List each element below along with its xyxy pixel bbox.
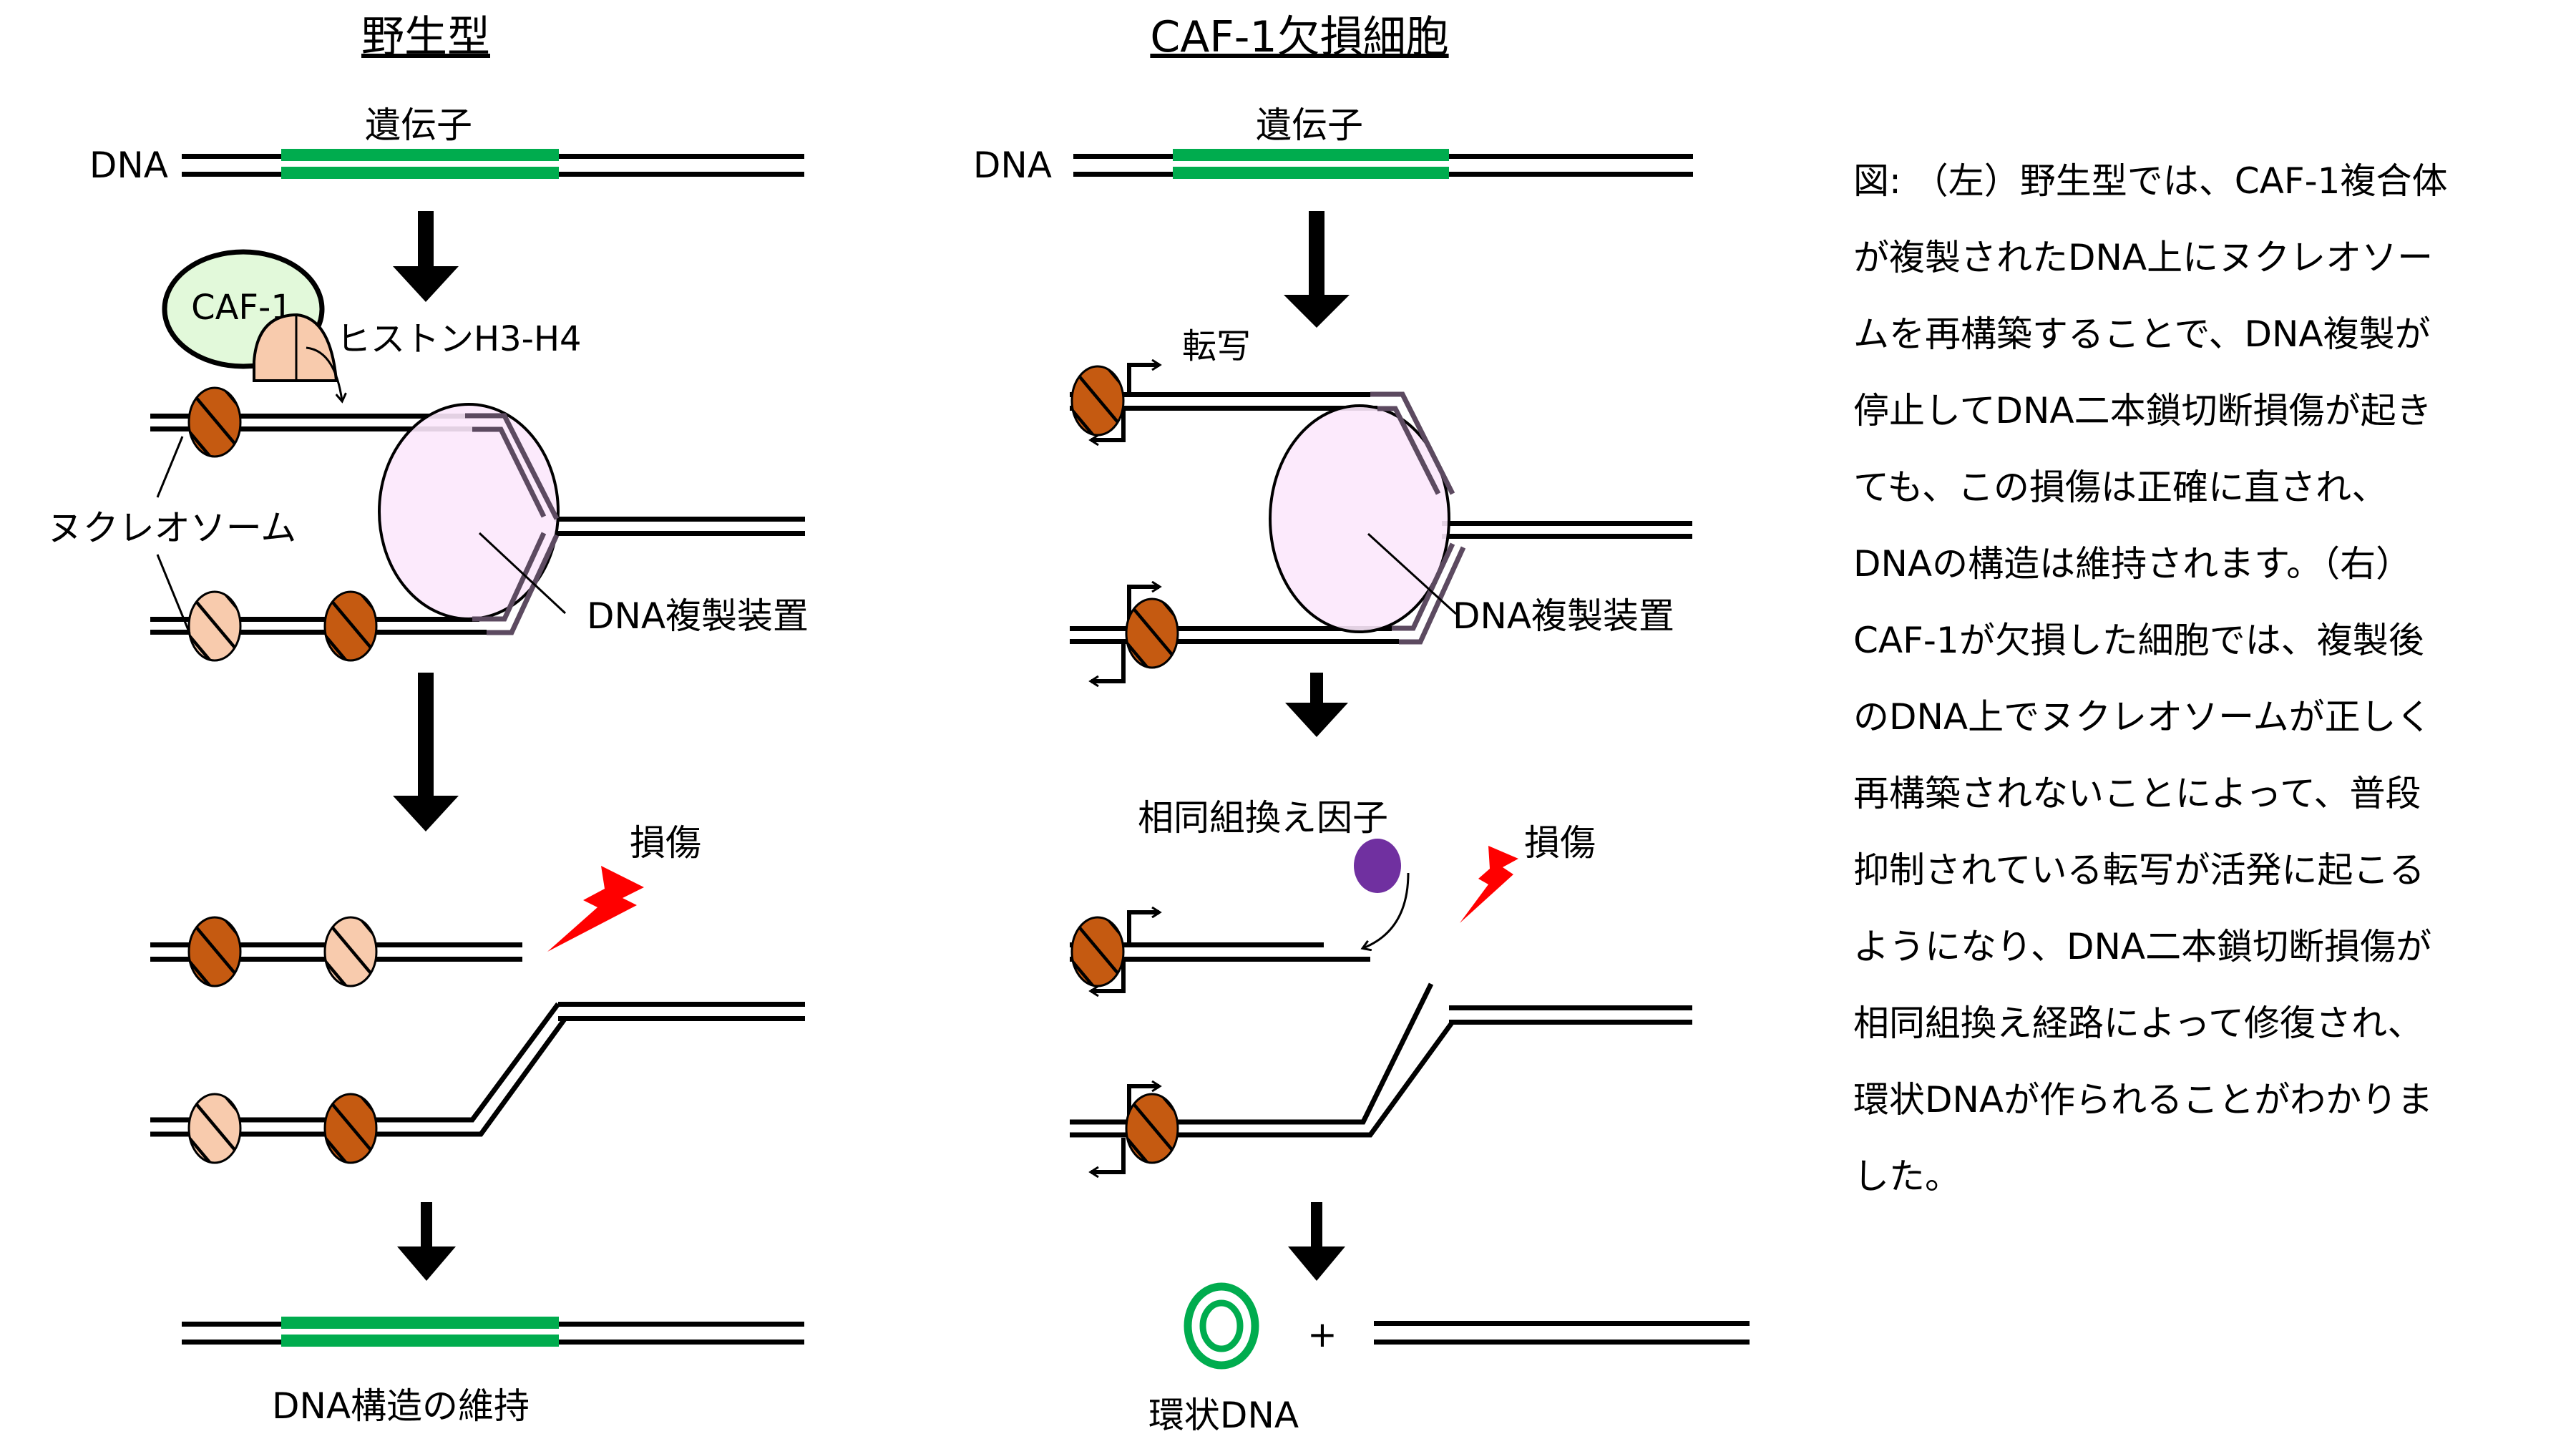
nucleosome-new (187, 1093, 242, 1164)
caption-line: 環状DNAが作られることがわかりま (1853, 1079, 2434, 1121)
gene-segment-top (281, 149, 559, 161)
caption-line: 相同組換え経路によって修復され、 (1853, 1002, 2424, 1044)
replisome (1269, 404, 1450, 633)
dna-label: DNA (89, 145, 168, 186)
nucleosome-old (1070, 916, 1125, 987)
nucleosome-old (323, 1093, 378, 1164)
left-damaged-dna (150, 942, 805, 1137)
caption-line: ムを再構築することで、DNA複製が (1853, 313, 2431, 355)
nucleosome-old (187, 386, 242, 458)
transcription-arrow-forward (1127, 365, 1159, 392)
nucleosome-old (1070, 365, 1125, 436)
histone-label: ヒストンH3-H4 (336, 319, 582, 359)
left-dna-gene: DNA 遺伝子 (89, 104, 804, 186)
right-panel: CAF-1欠損細胞 DNA 遺伝子 転写 (973, 12, 1750, 1436)
result-label: 環状DNA (1148, 1395, 1299, 1436)
histone-h3-h4 (253, 313, 338, 382)
nucleosome-new (323, 916, 378, 987)
nucleosome-old (323, 590, 378, 662)
caption-line: ようになり、DNA二本鎖切断損傷が (1853, 926, 2432, 967)
caption-line: 再構築されないことによって、普段 (1853, 773, 2421, 814)
replisome-pointer (478, 532, 567, 615)
figure-caption: 図: （左）野生型では、CAF-1複合体が複製されたDNA上にヌクレオソームを再… (1853, 143, 2569, 1215)
caption-line: DNAの構造は維持されます。（右） (1853, 543, 2412, 585)
nucleosome-label: ヌクレオソーム (47, 507, 297, 549)
nucleosome-pointer (156, 554, 191, 634)
gene-label: 遺伝子 (365, 104, 472, 146)
transcription-label: 転写 (1182, 326, 1251, 366)
histone-deposit-arrow (306, 346, 342, 401)
linear-dna (1374, 1321, 1750, 1345)
replisome-pointer (1367, 532, 1458, 615)
caption-line: 停止してDNA二本鎖切断損傷が起き (1853, 390, 2432, 431)
transcription-arrow-reverse (1091, 1138, 1126, 1172)
nucleosome-pointer (156, 436, 184, 498)
down-arrow (393, 673, 459, 831)
caption-line: CAF-1が欠損した細胞では、複製後 (1853, 620, 2424, 661)
nucleosome-new (187, 590, 242, 662)
left-panel: 野生型 DNA 遺伝子 CAF-1 ヒストンH3-H4 (47, 12, 809, 1427)
lightning-damage-icon (1460, 846, 1518, 923)
damage-label: 損傷 (1524, 822, 1596, 864)
caption-line: 抑制されている転写が活発に起こる (1853, 849, 2425, 891)
right-replication-fork (1070, 365, 1692, 681)
down-arrow (397, 1202, 456, 1281)
caption-line: した。 (1853, 1156, 1961, 1197)
hr-factor-label: 相同組換え因子 (1138, 797, 1388, 839)
gene-segment-bottom (281, 167, 559, 179)
caption-line: のDNA上でヌクレオソームが正しく (1853, 696, 2432, 738)
plus-sign: + (1307, 1314, 1337, 1355)
nucleosome-old (1125, 597, 1179, 669)
damage-label: 損傷 (630, 822, 701, 864)
replisome-label: DNA複製装置 (587, 595, 809, 637)
replisome-label: DNA複製装置 (1453, 595, 1674, 637)
left-result-dna (182, 1317, 804, 1347)
circular-dna-icon (1184, 1282, 1259, 1370)
down-arrow (393, 211, 459, 302)
transcription-arrow-reverse (1091, 642, 1126, 681)
nucleosome-old (187, 916, 242, 987)
transcription-arrow-reverse (1091, 409, 1126, 440)
transcription-arrow-reverse (1091, 959, 1126, 991)
gene-label: 遺伝子 (1256, 104, 1363, 146)
down-arrow (1284, 211, 1350, 328)
hr-factor-arrow (1363, 872, 1410, 948)
caption-line: が複製されたDNA上にヌクレオソー (1853, 237, 2434, 278)
result-label: DNA構造の維持 (272, 1385, 530, 1427)
right-dna-gene: DNA 遺伝子 (973, 104, 1693, 186)
down-arrow (1285, 673, 1348, 737)
transcription-arrow-forward (1127, 587, 1159, 626)
down-arrow (1288, 1202, 1345, 1281)
hr-factor-icon (1354, 839, 1401, 893)
dna-label: DNA (973, 145, 1052, 186)
lightning-damage-icon (547, 866, 644, 952)
nucleosome-old (1125, 1093, 1179, 1164)
left-panel-title: 野生型 (361, 12, 490, 62)
right-panel-title: CAF-1欠損細胞 (1150, 12, 1448, 62)
transcription-arrow-forward (1127, 912, 1159, 942)
caption-line: 図: （左）野生型では、CAF-1複合体 (1853, 160, 2448, 202)
caption-line: ても、この損傷は正確に直され、 (1853, 467, 2388, 508)
